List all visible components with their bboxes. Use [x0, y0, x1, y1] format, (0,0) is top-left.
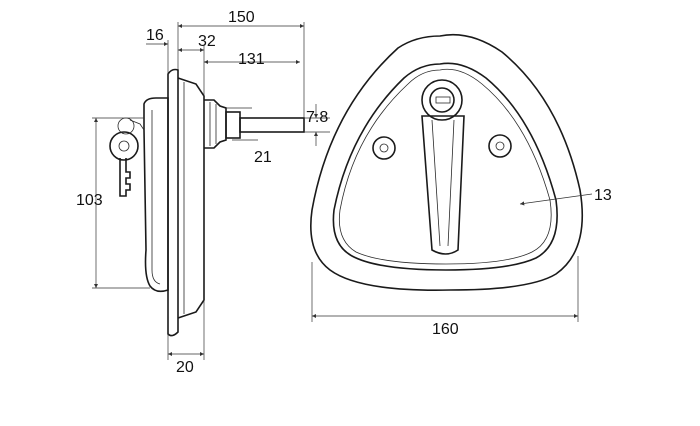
- dim-body-depth: 32: [178, 33, 216, 96]
- front-outer-plate: [310, 33, 584, 291]
- svg-text:103: 103: [76, 192, 103, 209]
- handle-lever: [143, 97, 169, 293]
- front-view: 160 13: [310, 33, 612, 338]
- dim-spindle-length: 131: [204, 51, 300, 68]
- front-handle-lever: [421, 115, 465, 255]
- dim-flange-thickness: 16: [146, 27, 169, 74]
- dim-handle-height: 103: [76, 117, 150, 289]
- spindle: [239, 117, 305, 133]
- svg-text:16: 16: [146, 27, 164, 44]
- svg-text:20: 20: [176, 359, 194, 376]
- dim-width: 160: [311, 256, 579, 338]
- dim-edge-radius: 13: [519, 187, 612, 206]
- front-inner-recess: [332, 62, 558, 271]
- screw-hole-left: [372, 136, 396, 160]
- svg-text:32: 32: [198, 33, 216, 50]
- svg-text:150: 150: [228, 9, 255, 26]
- dim-spindle-size: 7.8: [304, 104, 330, 146]
- svg-text:160: 160: [432, 321, 459, 338]
- svg-text:21: 21: [254, 149, 272, 166]
- svg-text:131: 131: [238, 51, 265, 68]
- dim-boss-diameter: 21: [226, 107, 272, 166]
- lock-boss: [225, 111, 241, 139]
- lock-neck: [204, 99, 227, 149]
- screw-hole-right: [488, 134, 512, 158]
- key-icon: [109, 117, 145, 197]
- lock-housing: [177, 77, 205, 319]
- side-view: 150 16 32 131 7.8: [76, 9, 330, 376]
- dim-overall-length: 150: [177, 9, 305, 118]
- svg-text:13: 13: [594, 187, 612, 204]
- dim-flange-depth: 20: [167, 300, 205, 376]
- svg-text:7.8: 7.8: [306, 109, 328, 126]
- lock-cylinder: [421, 79, 463, 121]
- flange-plate: [167, 68, 179, 337]
